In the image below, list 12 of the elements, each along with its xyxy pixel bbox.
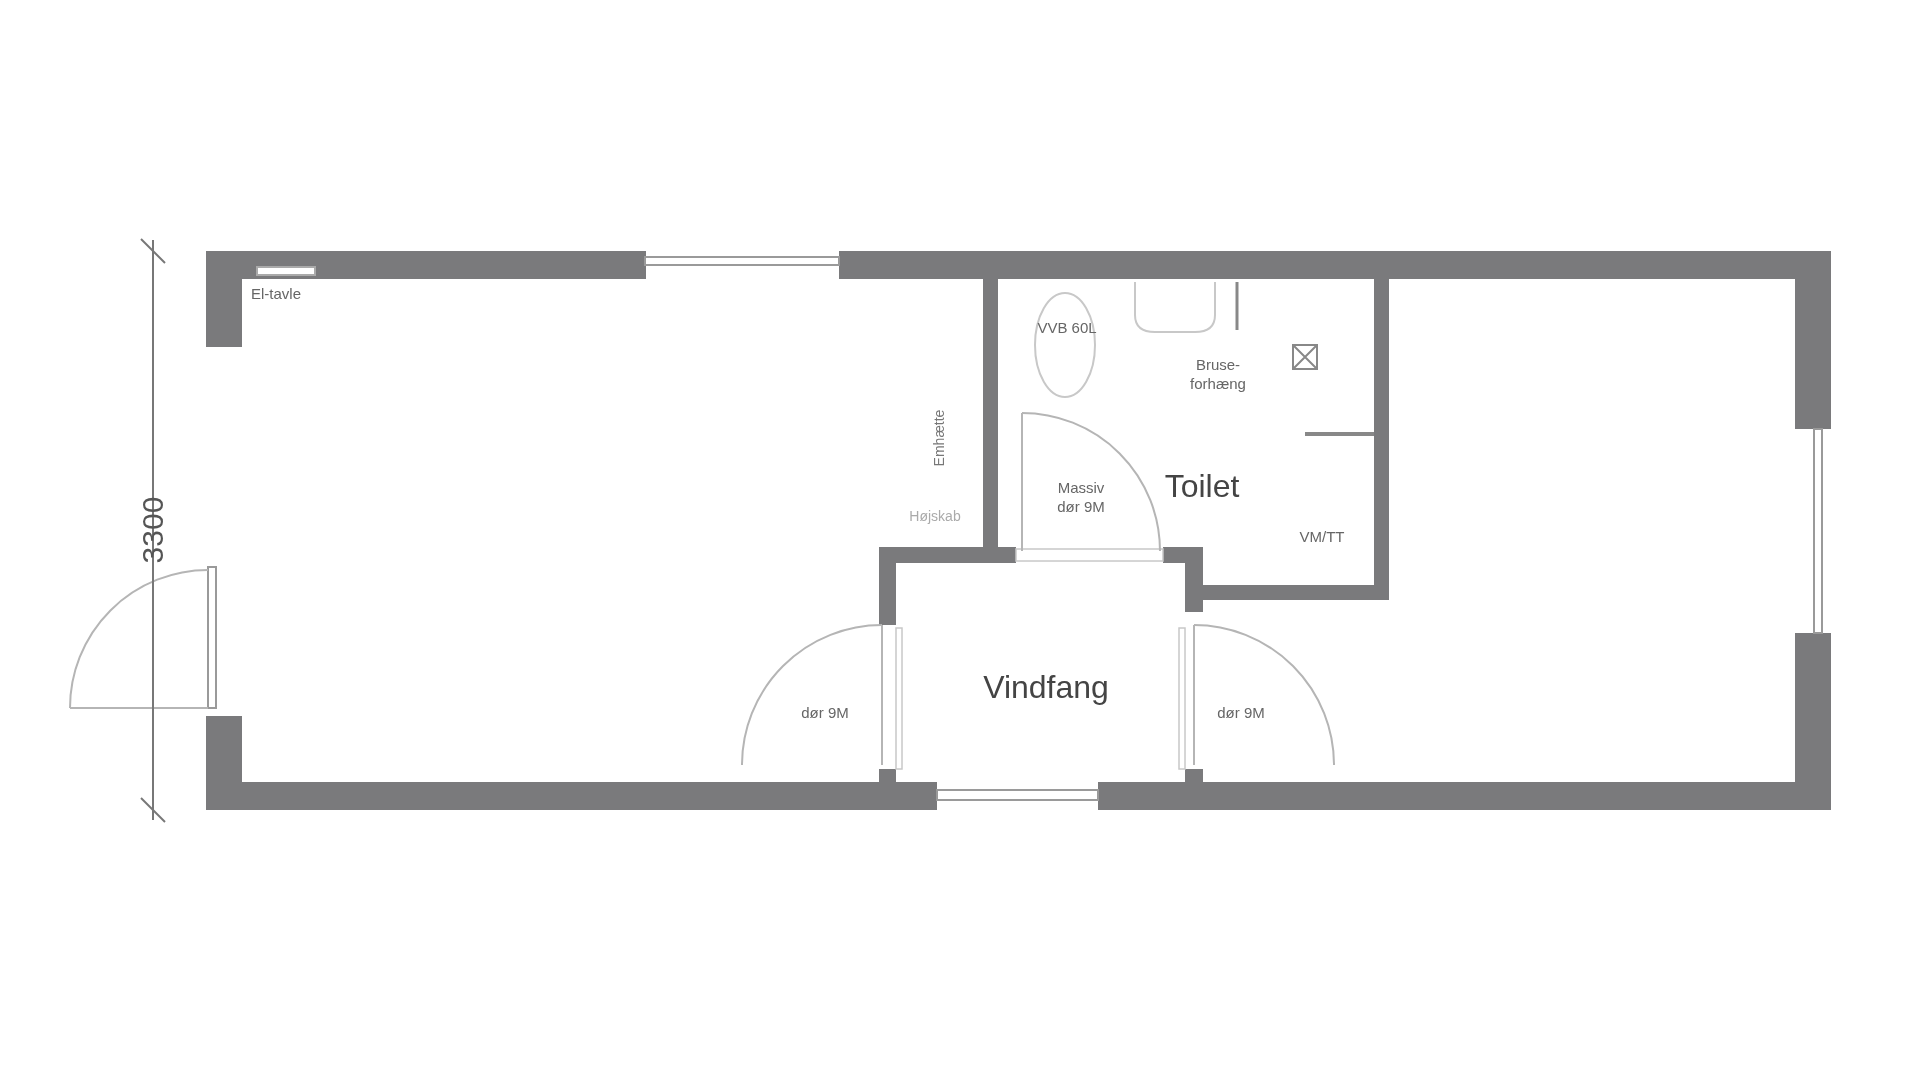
door-label: dør 9M [1217,703,1265,723]
fixture-label: El-tavle [251,284,301,304]
door-label: dør 9M [801,703,849,723]
fixture-label: Bruse- forhæng [1189,356,1247,394]
door-label: Massiv dør 9M [1056,479,1106,517]
fixture-label: VM/TT [1299,527,1345,547]
room-label: Toilet [1164,467,1240,506]
fixture-label: Emhætte [931,409,949,467]
fixture-label: Højskab [909,508,961,526]
dimension-label: 3300 [135,496,171,564]
room-label: Vindfang [983,668,1109,707]
fixture-label: VVB 60L [1037,318,1097,338]
